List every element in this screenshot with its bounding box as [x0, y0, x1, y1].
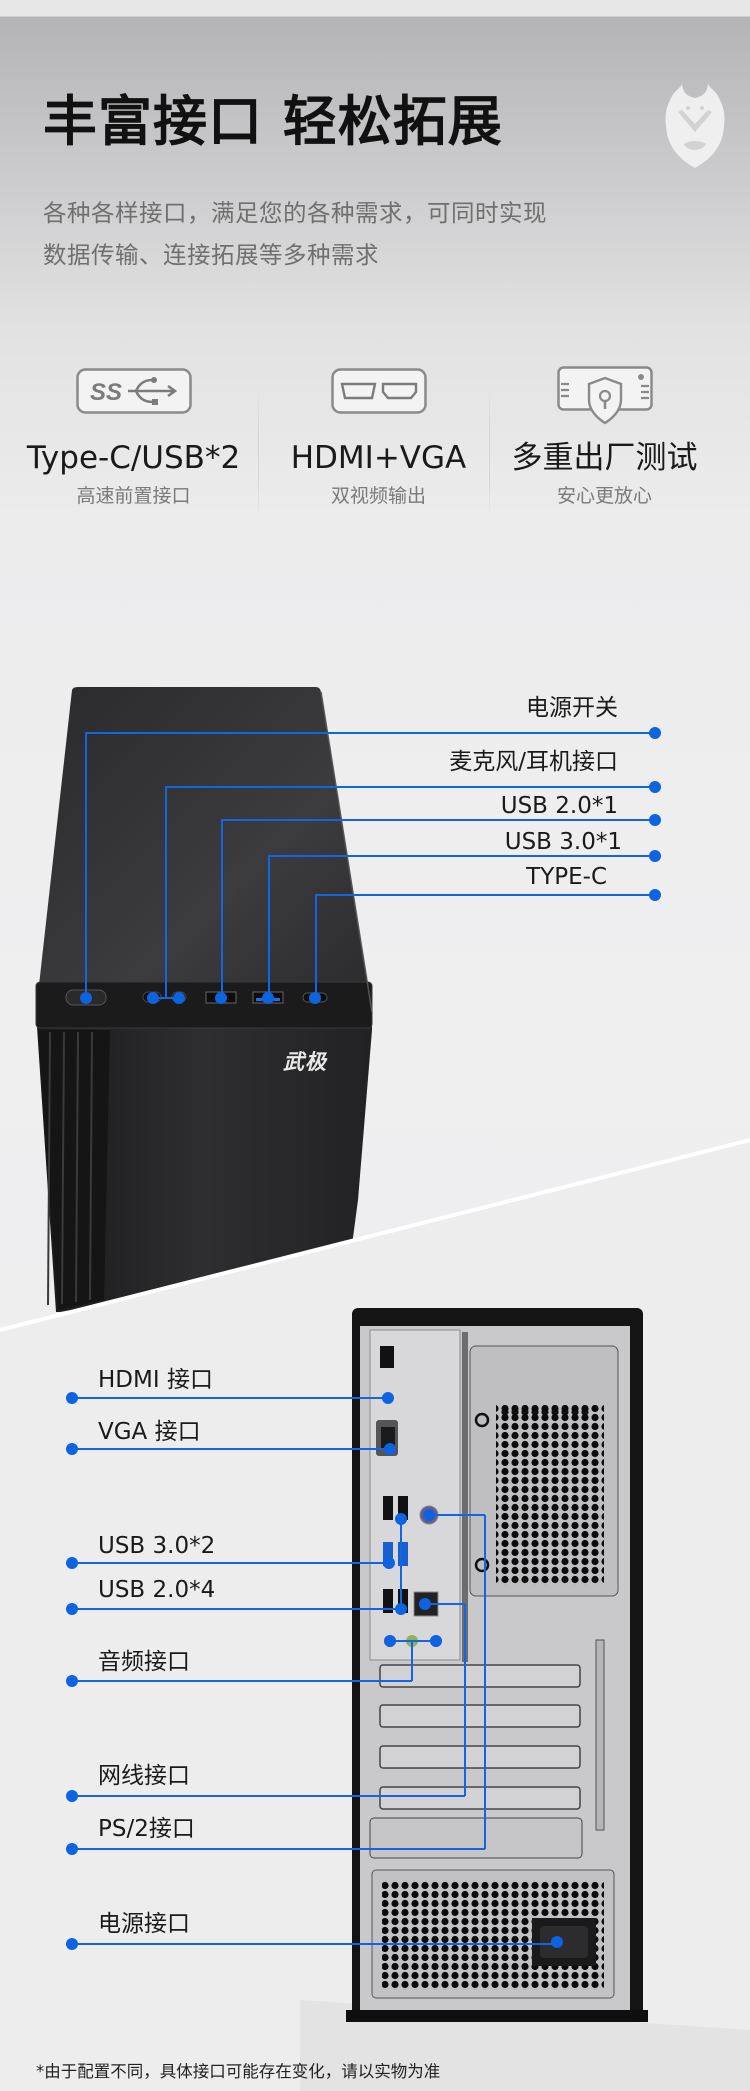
callout-line — [72, 1795, 465, 1797]
callout-line — [268, 856, 270, 998]
callout-line — [72, 1397, 388, 1399]
callout-line — [72, 1562, 389, 1564]
feature-title: Type-C/USB*2 — [26, 440, 241, 476]
callout-dot — [80, 992, 92, 1004]
callout-dot — [551, 1936, 563, 1948]
page-subtitle-line-1: 各种各样接口，满足您的各种需求，可同时实现 — [43, 199, 547, 227]
callout-dot — [649, 814, 661, 826]
callout-line — [221, 819, 655, 821]
callout-line — [425, 1603, 465, 1605]
callout-line — [72, 1680, 412, 1682]
callout-line — [72, 1848, 485, 1850]
callout-dot — [147, 992, 159, 1004]
label-mic-headphone: 麦克风/耳机接口 — [449, 749, 618, 775]
callout-dot — [419, 1598, 431, 1610]
callout-dot — [66, 1938, 78, 1950]
callout-dot — [382, 1392, 394, 1404]
callout-line — [429, 1514, 485, 1516]
label-ethernet: 网线接口 — [98, 1763, 190, 1789]
callout-dot — [173, 992, 185, 1004]
callout-dot — [215, 992, 227, 1004]
feature-title: HDMI+VGA — [290, 440, 467, 476]
callout-line — [165, 786, 655, 788]
feature-front-ports: SS Type-C/USB*2 高速前置接口 — [11, 360, 256, 520]
callout-line — [315, 894, 655, 896]
feature-divider — [258, 388, 259, 518]
callout-line — [153, 997, 179, 999]
callout-line — [85, 733, 87, 998]
label-rear-usb3: USB 3.0*2 — [98, 1533, 216, 1559]
label-type-c: TYPE-C — [526, 864, 607, 890]
callout-dot — [430, 1635, 442, 1647]
lion-crest-logo-icon — [665, 84, 725, 168]
callout-dot — [649, 727, 661, 739]
feature-video-output: HDMI+VGA 双视频输出 — [256, 360, 501, 520]
page-title: 丰富接口 轻松拓展 — [43, 90, 503, 153]
shield-lock-icon — [556, 366, 653, 425]
feature-title: 多重出厂测试 — [511, 440, 698, 476]
feature-subtitle: 安心更放心 — [556, 485, 652, 507]
top-bar — [0, 0, 750, 17]
callout-line — [390, 1640, 436, 1642]
label-hdmi: HDMI 接口 — [98, 1367, 213, 1393]
feature-divider — [489, 388, 490, 518]
callout-line — [400, 1519, 402, 1609]
callout-dot — [649, 781, 661, 793]
feature-subtitle: 双视频输出 — [330, 485, 426, 507]
callout-dot — [66, 1843, 78, 1855]
callout-dot — [309, 992, 321, 1004]
label-audio: 音频接口 — [98, 1649, 190, 1675]
callout-dot — [395, 1603, 407, 1615]
brand-logo-text: 武极 — [283, 1050, 327, 1074]
feature-factory-test: 多重出厂测试 安心更放心 — [482, 360, 727, 520]
callout-line — [72, 1608, 401, 1610]
callout-dot — [649, 889, 661, 901]
callout-line — [464, 1604, 466, 1796]
usb-superspeed-icon: SS — [75, 368, 192, 414]
callout-line — [72, 1448, 390, 1450]
label-power-input: 电源接口 — [98, 1911, 190, 1937]
feature-subtitle: 高速前置接口 — [76, 485, 191, 507]
callout-dot — [423, 1509, 435, 1521]
callout-dot — [384, 1635, 396, 1647]
callout-line — [72, 1943, 558, 1945]
svg-text:SS: SS — [90, 379, 122, 406]
front-tower-illustration — [35, 687, 373, 1312]
callout-line — [221, 820, 223, 998]
callout-dot — [66, 1392, 78, 1404]
label-vga: VGA 接口 — [98, 1419, 201, 1445]
callout-line — [85, 732, 655, 734]
callout-line — [268, 855, 655, 857]
label-power-switch: 电源开关 — [526, 695, 618, 721]
callout-dot — [395, 1513, 407, 1525]
callout-dot — [66, 1790, 78, 1802]
callout-dot — [66, 1675, 78, 1687]
callout-dot — [649, 850, 661, 862]
footnote: *由于配置不同，具体接口可能存在变化，请以实物为准 — [36, 2062, 441, 2081]
callout-dot — [262, 992, 274, 1004]
label-front-usb2: USB 2.0*1 — [500, 793, 618, 819]
rear-tower-illustration — [346, 1308, 648, 2022]
label-rear-usb2: USB 2.0*4 — [98, 1577, 216, 1603]
label-front-usb3: USB 3.0*1 — [504, 829, 622, 855]
callout-line — [411, 1641, 413, 1681]
callout-dot — [384, 1443, 396, 1455]
hdmi-vga-ports-icon — [330, 368, 427, 414]
callout-line — [165, 787, 167, 998]
callout-dot — [66, 1443, 78, 1455]
callout-line — [484, 1515, 486, 1849]
label-ps2: PS/2接口 — [98, 1816, 195, 1842]
callout-dot — [66, 1557, 78, 1569]
page-subtitle-line-2: 数据传输、连接拓展等多种需求 — [43, 241, 379, 269]
callout-dot — [383, 1557, 395, 1569]
callout-dot — [66, 1603, 78, 1615]
callout-line — [315, 895, 317, 998]
